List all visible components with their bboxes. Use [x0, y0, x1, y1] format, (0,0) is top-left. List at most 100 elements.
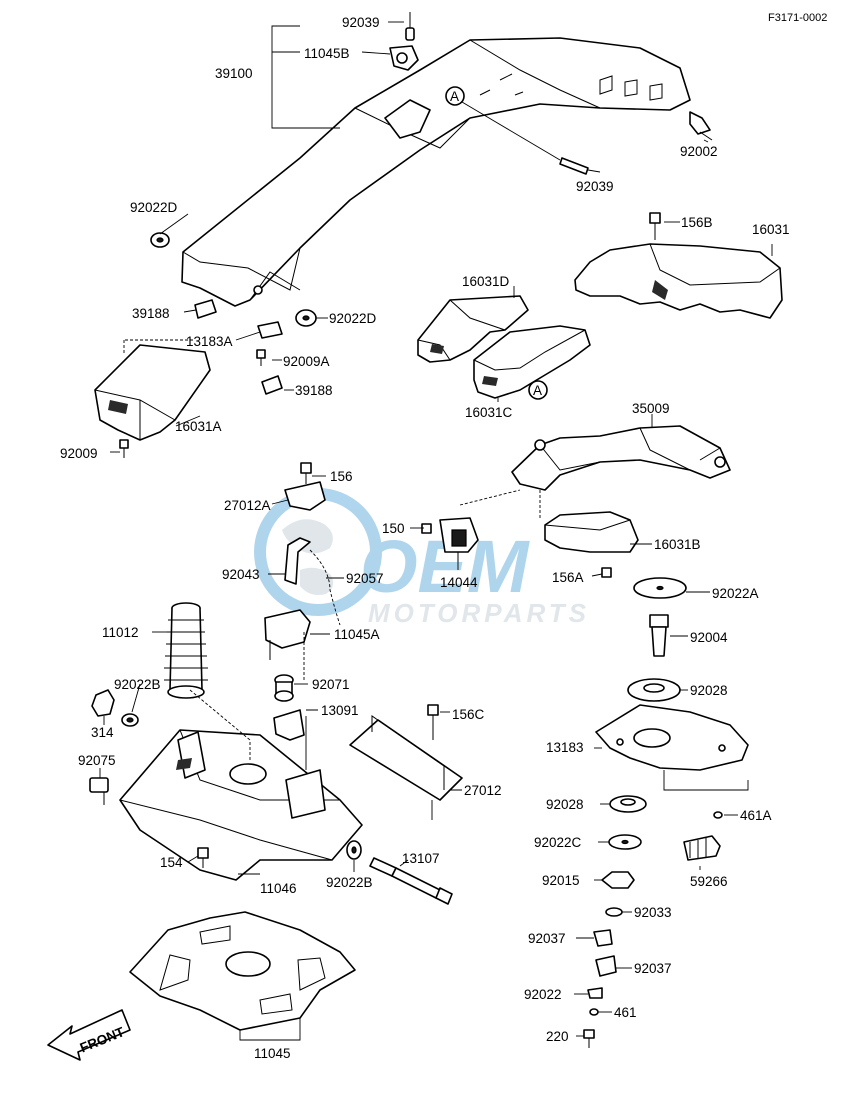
foam-16031	[574, 243, 783, 319]
bolt-13107	[369, 857, 453, 905]
label-92015: 92015	[542, 873, 580, 888]
label-92022C: 92022C	[534, 835, 582, 850]
part-461A	[713, 811, 723, 819]
oem-watermark: OEM MOTORPARTS	[254, 488, 590, 628]
clip-92037-b	[595, 955, 617, 977]
label-13183: 13183	[546, 740, 584, 755]
washer-92022D-left	[150, 232, 170, 248]
nut-92015	[601, 871, 635, 889]
label-11012: 11012	[102, 625, 139, 640]
bolt-154	[197, 847, 209, 868]
screw-92009A	[256, 349, 266, 366]
label-92071: 92071	[312, 677, 350, 692]
label-461: 461	[614, 1005, 637, 1020]
label-92033: 92033	[634, 905, 672, 920]
label-92028-mid: 92028	[546, 797, 584, 812]
watermark-sub: MOTORPARTS	[368, 598, 590, 628]
label-39100: 39100	[215, 66, 253, 81]
foam-16031A	[94, 344, 211, 441]
clip-92037-a	[593, 929, 613, 947]
washer-92022C	[608, 834, 642, 850]
label-92009: 92009	[60, 446, 98, 461]
callout-a-1: A	[445, 86, 465, 106]
label-150: 150	[382, 521, 405, 536]
bellows-11012	[164, 602, 208, 699]
leader-lines	[99, 21, 773, 1041]
label-27012A: 27012A	[224, 498, 271, 513]
label-16031C: 16031C	[465, 405, 513, 420]
label-92002: 92002	[680, 144, 718, 159]
bolt-156C	[427, 704, 439, 740]
pin-92039-top	[405, 12, 415, 41]
plate-11045	[129, 911, 356, 1031]
washer-92022D-bottom	[295, 309, 317, 327]
washer-92022B-right	[346, 840, 362, 860]
label-92022D-bottom: 92022D	[329, 311, 377, 326]
label-92004: 92004	[690, 630, 728, 645]
screw-150	[421, 523, 432, 534]
label-92039-top: 92039	[342, 15, 380, 30]
svg-text:A: A	[450, 89, 459, 104]
clip-11045A	[264, 609, 311, 660]
label-11045B: 11045B	[304, 46, 350, 61]
pin-92039-mid	[559, 157, 601, 175]
washer-92022A	[633, 577, 687, 599]
callout-a-2: A	[528, 380, 548, 400]
part-461	[589, 1008, 599, 1016]
label-156A: 156A	[552, 570, 584, 585]
label-92009A: 92009A	[283, 354, 330, 369]
label-11046: 11046	[260, 881, 297, 896]
bolt-156A	[601, 567, 612, 578]
plate-13183	[595, 704, 749, 771]
label-11045: 11045	[254, 1046, 291, 1061]
label-92022B-left: 92022B	[114, 677, 161, 692]
fitting-59266	[683, 835, 721, 861]
block-92075	[89, 777, 109, 805]
label-156B: 156B	[681, 215, 713, 230]
washer-92028-mid	[609, 795, 647, 813]
bolt-156	[300, 462, 312, 484]
hood-39100	[181, 37, 691, 307]
chain-92057	[309, 549, 341, 626]
label-156C: 156C	[452, 707, 485, 722]
foam-16031C	[473, 325, 591, 399]
label-59266: 59266	[690, 874, 728, 889]
foam-16031D	[417, 295, 529, 363]
clamp-27012A	[284, 481, 326, 511]
part-labels: 92039 11045B 39100 92002 92039 92022D 15…	[60, 15, 790, 1061]
label-92039-mid: 92039	[576, 179, 614, 194]
label-13183A: 13183A	[186, 334, 233, 349]
svg-text:A: A	[533, 383, 542, 398]
diagram-code: F3171-0002	[768, 12, 827, 24]
hose-92043	[284, 537, 311, 585]
base-11046	[119, 729, 363, 881]
stud-92004	[649, 614, 669, 657]
label-92022D-left: 92022D	[130, 200, 178, 215]
label-92022A: 92022A	[712, 586, 759, 601]
label-92043: 92043	[222, 567, 260, 582]
bolt-156B	[649, 212, 661, 240]
nut-314	[91, 689, 115, 717]
washer-92028-top	[627, 678, 681, 702]
grommet-92071	[274, 674, 294, 702]
label-16031: 16031	[752, 222, 790, 237]
bracket-13091	[273, 709, 305, 741]
bracket-35009	[511, 425, 731, 491]
clip-92033	[605, 907, 623, 917]
label-220: 220	[546, 1029, 569, 1044]
label-39188-b: 39188	[295, 383, 333, 398]
label-39188-a: 39188	[132, 306, 170, 321]
label-314: 314	[91, 725, 114, 740]
screw-220	[583, 1029, 595, 1048]
front-arrow: FRONT	[47, 1009, 131, 1061]
label-11045A: 11045A	[334, 627, 380, 642]
label-92022: 92022	[524, 987, 562, 1002]
label-16031B: 16031B	[654, 537, 701, 552]
label-92022B-right: 92022B	[326, 875, 373, 890]
switch-14044	[439, 517, 479, 562]
label-13091: 13091	[321, 703, 359, 718]
part-92022	[587, 987, 603, 999]
label-92075: 92075	[78, 753, 116, 768]
label-16031D: 16031D	[462, 274, 510, 289]
